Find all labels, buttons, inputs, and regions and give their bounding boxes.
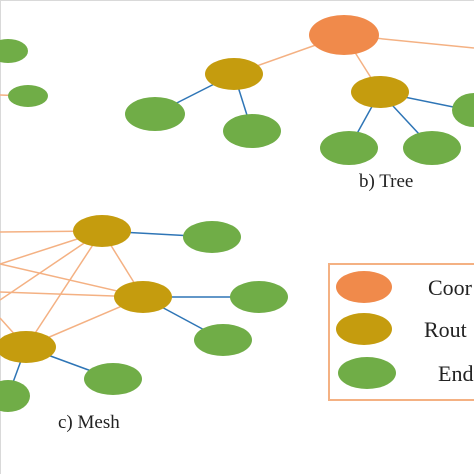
end-device-node bbox=[403, 131, 461, 165]
end-device-node bbox=[230, 281, 288, 313]
end-device-node bbox=[223, 114, 281, 148]
end-device-node bbox=[125, 97, 185, 131]
legend-end-device-swatch bbox=[338, 357, 396, 389]
router-node bbox=[0, 331, 56, 363]
end-device-node bbox=[0, 39, 28, 63]
star-fragment bbox=[0, 39, 48, 107]
legend-end-device-label: End bbox=[438, 361, 473, 386]
end-device-node bbox=[320, 131, 378, 165]
router-link bbox=[25, 230, 103, 348]
router-node bbox=[73, 215, 131, 247]
end-device-node bbox=[194, 324, 252, 356]
tree-caption: b) Tree bbox=[359, 171, 413, 192]
mesh-topology: c) Mesh bbox=[0, 215, 288, 433]
end-device-node bbox=[84, 363, 142, 395]
coordinator-node bbox=[309, 15, 379, 55]
tree-topology: b) Tree bbox=[125, 15, 474, 192]
mesh-caption: c) Mesh bbox=[58, 412, 120, 433]
legend: Coor Rout End bbox=[328, 263, 474, 401]
end-device-node bbox=[0, 380, 30, 412]
legend-coordinator-swatch bbox=[336, 271, 392, 303]
legend-coordinator-label: Coor bbox=[428, 275, 473, 300]
end-device-node bbox=[183, 221, 241, 253]
router-node bbox=[114, 281, 172, 313]
legend-router-swatch bbox=[336, 313, 392, 345]
router-node bbox=[205, 58, 263, 90]
router-node bbox=[351, 76, 409, 108]
end-device-node bbox=[452, 93, 474, 127]
legend-router-label: Rout bbox=[424, 317, 467, 342]
end-device-node bbox=[8, 85, 48, 107]
